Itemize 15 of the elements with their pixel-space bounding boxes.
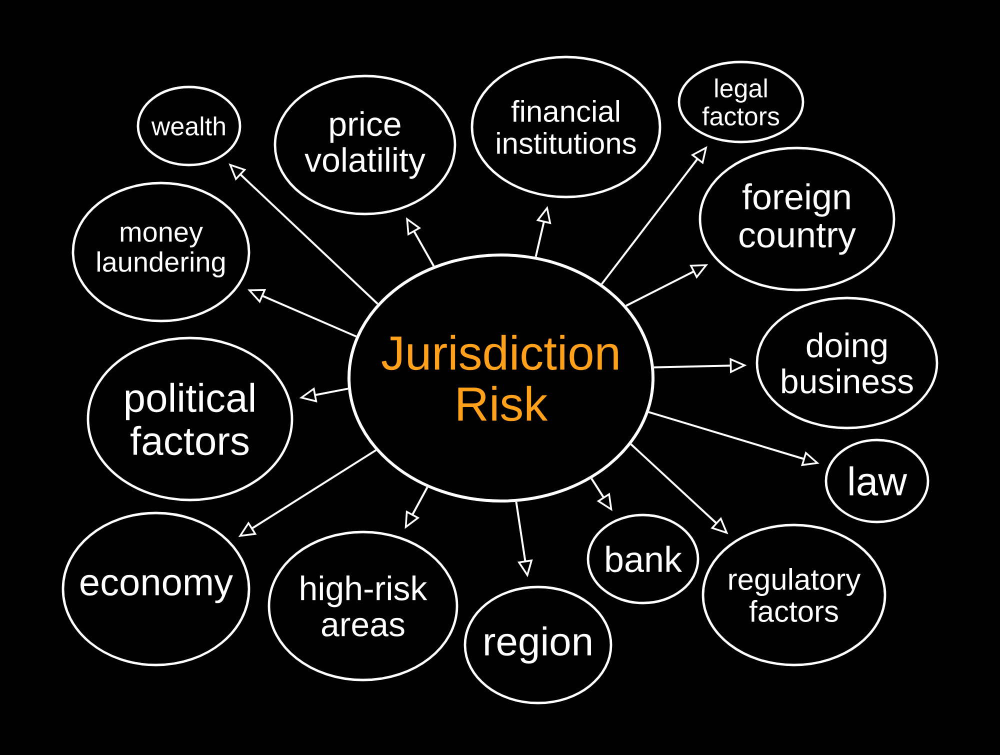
topic-bubble: money laundering xyxy=(72,182,250,322)
topic-bubble: wealth xyxy=(136,86,242,166)
topic-bubble: high-risk areas xyxy=(268,530,458,682)
topic-bubble: doing business xyxy=(756,296,938,430)
topic-bubble: financial institutions xyxy=(470,56,662,198)
topic-bubble: legal factors xyxy=(678,60,804,144)
topic-bubble: economy xyxy=(62,512,250,666)
topic-bubble: bank xyxy=(586,514,700,604)
topic-bubble: price volatility xyxy=(274,74,456,216)
topic-bubble: foreign country xyxy=(698,146,896,292)
topic-bubble: political factors xyxy=(86,336,294,502)
central-bubble: Jurisdiction Risk xyxy=(348,254,654,502)
topic-bubble: law xyxy=(824,438,930,524)
topic-bubble: regulatory factors xyxy=(702,524,886,666)
topic-bubble: region xyxy=(464,586,612,704)
